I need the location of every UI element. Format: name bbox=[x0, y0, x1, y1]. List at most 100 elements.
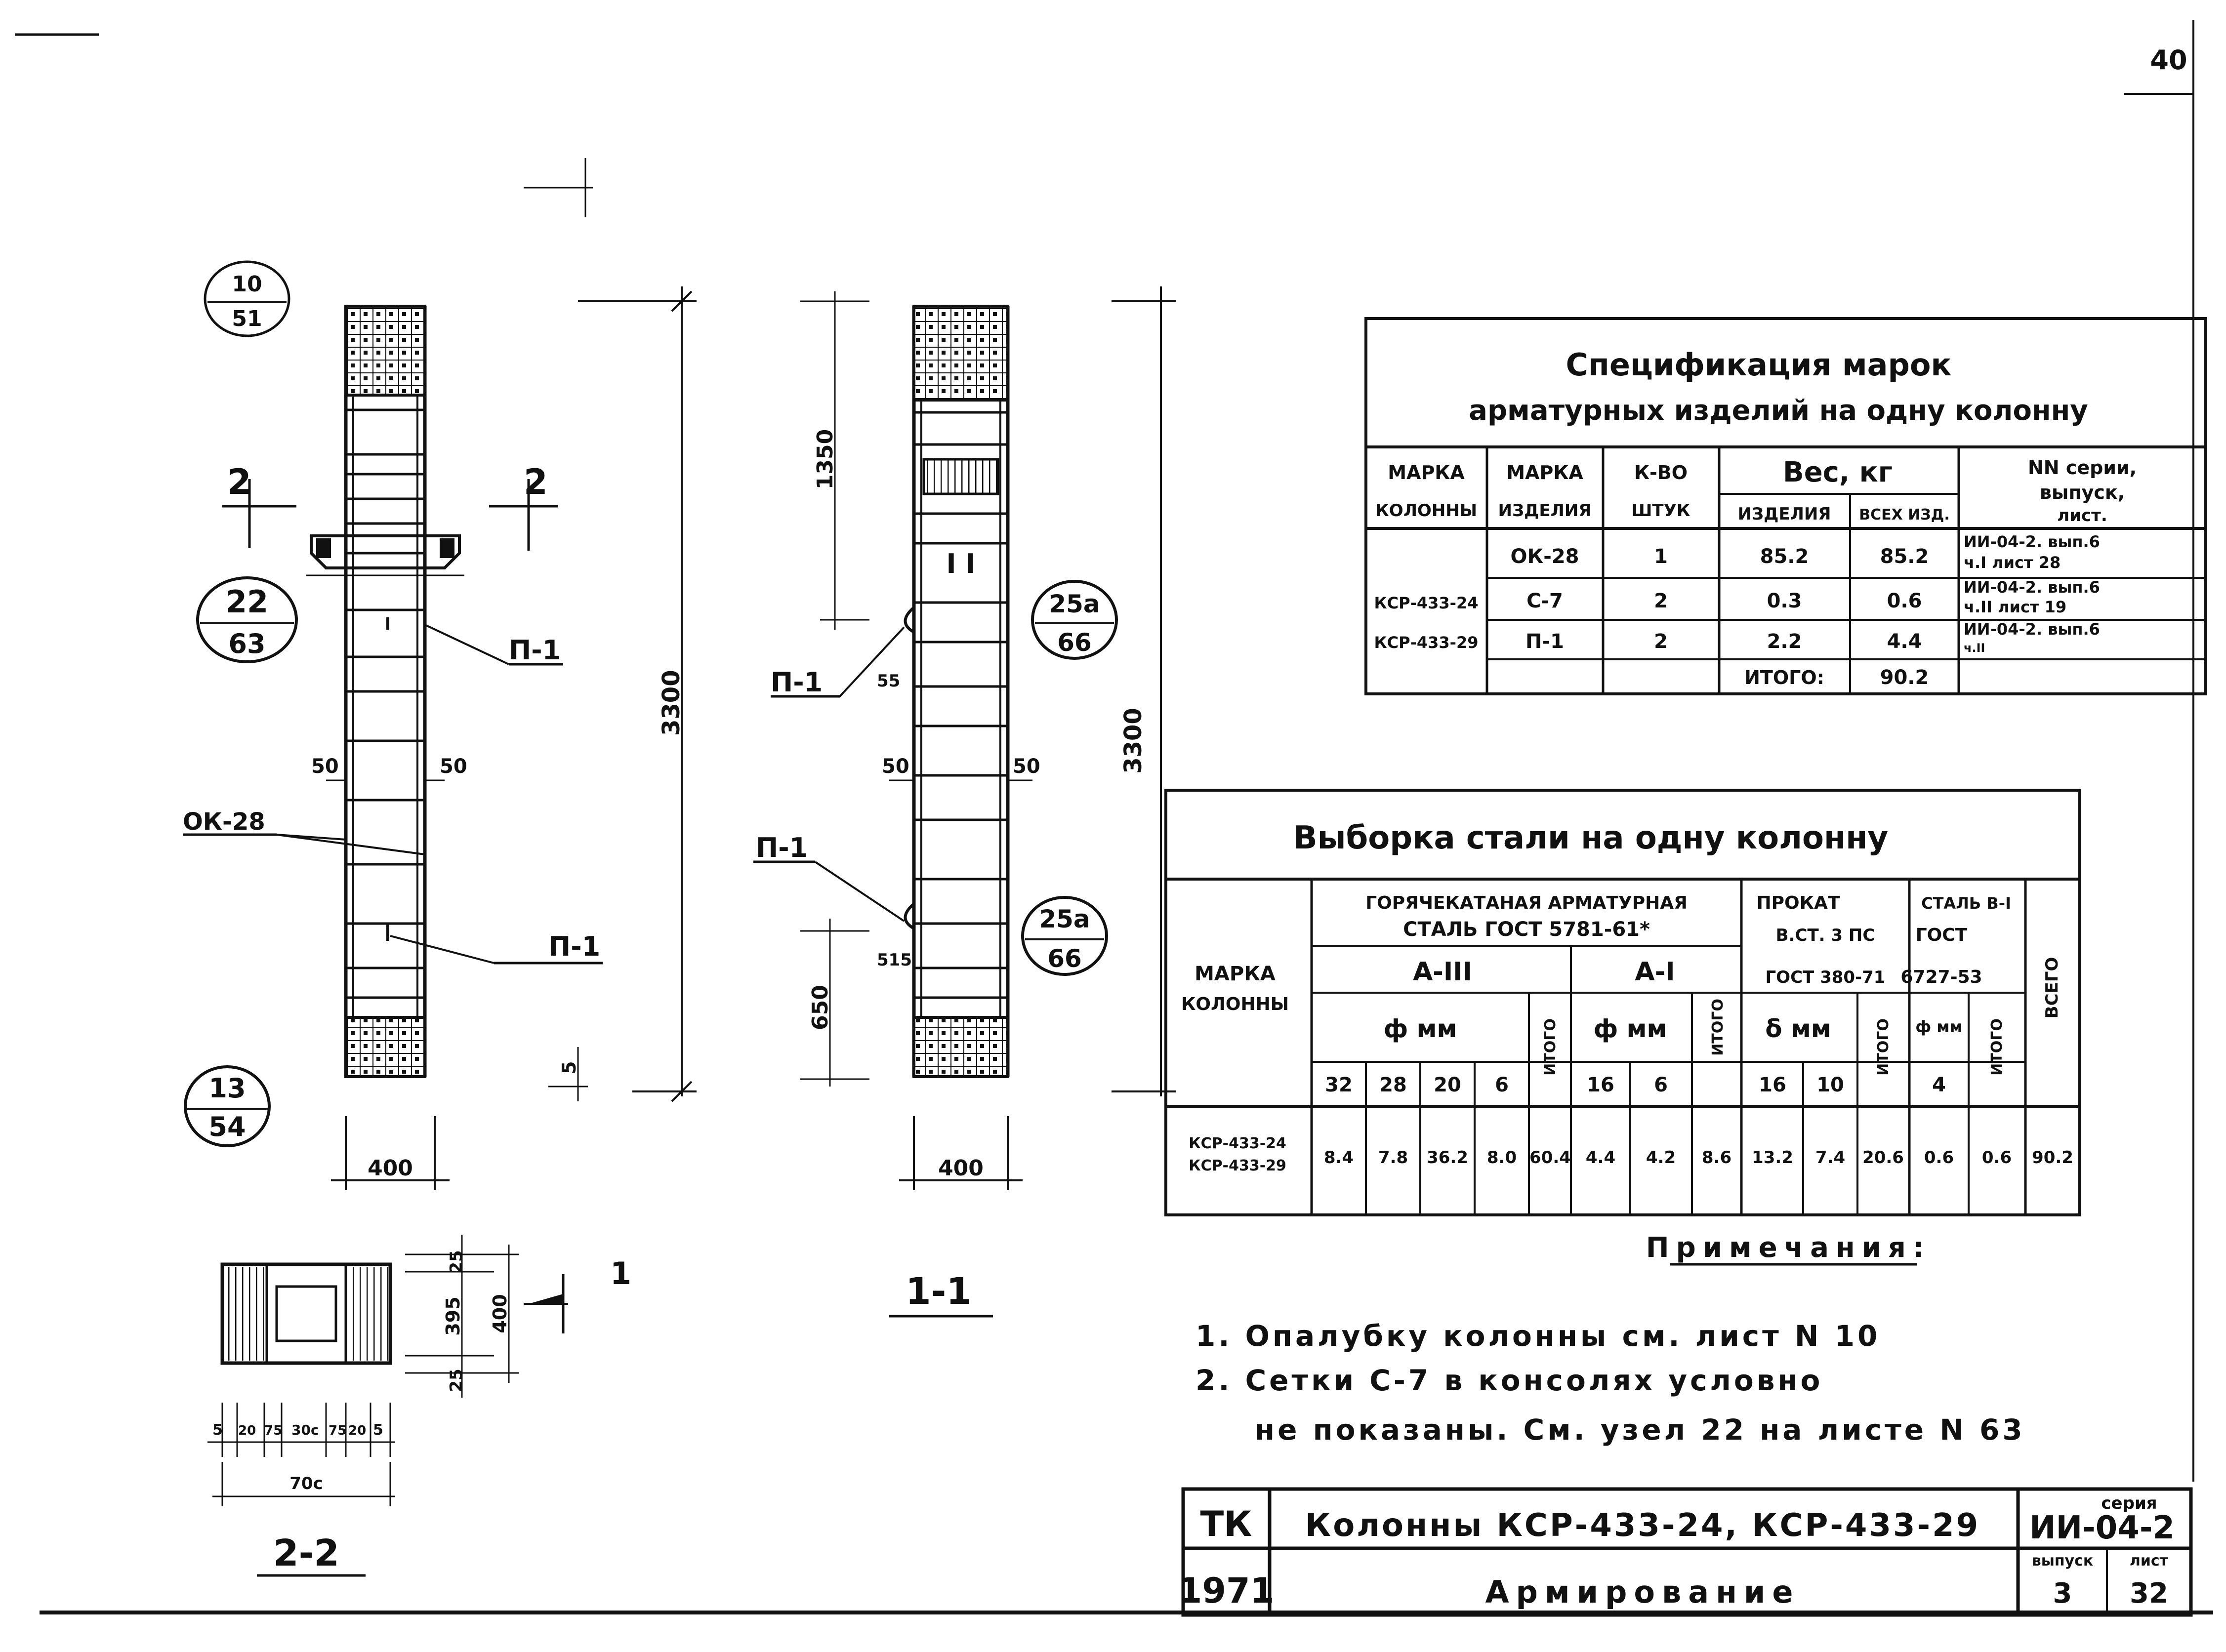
svg-text:2.2: 2.2 bbox=[1767, 630, 1802, 653]
svg-text:лист.: лист. bbox=[2057, 506, 2107, 525]
svg-text:1971: 1971 bbox=[1178, 1571, 1275, 1611]
svg-text:4.4: 4.4 bbox=[1887, 630, 1922, 653]
steel-value: 4.2 bbox=[1646, 1148, 1676, 1168]
svg-text:В.СТ. 3 ПС: В.СТ. 3 ПС bbox=[1776, 926, 1875, 945]
svg-text:выпуск: выпуск bbox=[2032, 1552, 2094, 1570]
svg-text:ПРОКАТ: ПРОКАТ bbox=[1757, 893, 1840, 913]
svg-text:0.6: 0.6 bbox=[1887, 590, 1922, 612]
dim-650: 650 bbox=[800, 919, 869, 1087]
svg-text:16: 16 bbox=[1587, 1074, 1614, 1096]
svg-text:6727-53: 6727-53 bbox=[1900, 967, 1982, 987]
svg-text:ГОРЯЧЕКАТАНАЯ АРМАТУРНАЯ: ГОРЯЧЕКАТАНАЯ АРМАТУРНАЯ bbox=[1365, 893, 1688, 913]
section-2-2: 25 395 400 25 1 5 20 75 30с 75 20 5 70с bbox=[207, 1235, 631, 1506]
svg-text:2: 2 bbox=[1654, 630, 1668, 653]
svg-text:Вес, кг: Вес, кг bbox=[1783, 456, 1893, 488]
svg-text:Примечания:: Примечания: bbox=[1646, 1232, 1931, 1264]
section-1-1-elevation: I I bbox=[904, 305, 1010, 1078]
label-p1-bottom: П-1 bbox=[548, 931, 600, 962]
svg-text:66: 66 bbox=[1057, 628, 1092, 657]
steel-value: 60.4 bbox=[1529, 1148, 1571, 1168]
svg-text:А-III: А-III bbox=[1413, 957, 1472, 987]
svg-text:ИЗДЕЛИЯ: ИЗДЕЛИЯ bbox=[1498, 501, 1592, 521]
svg-text:515: 515 bbox=[877, 950, 912, 970]
svg-text:ШТУК: ШТУК bbox=[1631, 501, 1690, 521]
svg-text:70с: 70с bbox=[289, 1474, 323, 1493]
svg-text:не показаны. См. узел 22 на ли: не показаны. См. узел 22 на листе N 63 bbox=[1255, 1413, 2025, 1447]
spec-table: Спецификация марок арматурных изделий на… bbox=[1364, 317, 2207, 695]
svg-text:25а: 25а bbox=[1049, 590, 1100, 618]
svg-text:400: 400 bbox=[368, 1156, 413, 1181]
svg-text:50: 50 bbox=[882, 755, 909, 778]
svg-text:13: 13 bbox=[208, 1073, 246, 1104]
svg-text:КСР-433-29: КСР-433-29 bbox=[1189, 1157, 1286, 1174]
svg-text:МАРКА: МАРКА bbox=[1388, 462, 1465, 484]
section-mark-2-left: 2 bbox=[222, 462, 296, 548]
steel-value: 20.6 bbox=[1862, 1148, 1904, 1168]
svg-text:выпуск,: выпуск, bbox=[2040, 482, 2125, 503]
svg-text:0.3: 0.3 bbox=[1767, 590, 1802, 612]
svg-text:10: 10 bbox=[232, 272, 262, 297]
svg-text:51: 51 bbox=[232, 306, 262, 331]
svg-text:ч.I лист 28: ч.I лист 28 bbox=[1964, 553, 2061, 572]
svg-text:ВСЕГО: ВСЕГО bbox=[2042, 957, 2062, 1019]
svg-text:Спецификация марок: Спецификация марок bbox=[1566, 347, 1951, 383]
steel-table: Выборка стали на одну колонну МАРКА КОЛО… bbox=[1164, 789, 2081, 1216]
svg-text:I I: I I bbox=[947, 548, 976, 579]
svg-text:серия: серия bbox=[2101, 1493, 2157, 1513]
svg-text:ИИ-04-2. вып.6: ИИ-04-2. вып.6 bbox=[1964, 620, 2100, 639]
svg-text:22: 22 bbox=[226, 584, 268, 620]
svg-text:3300: 3300 bbox=[1119, 708, 1147, 774]
svg-text:25а: 25а bbox=[1039, 905, 1090, 933]
svg-text:КСР-433-29: КСР-433-29 bbox=[1374, 633, 1479, 652]
svg-text:ТК: ТК bbox=[1200, 1504, 1252, 1544]
svg-text:ОК-28: ОК-28 bbox=[1511, 545, 1579, 568]
svg-text:ИТОГО: ИТОГО bbox=[1988, 1018, 2006, 1076]
svg-text:NN серии,: NN серии, bbox=[2028, 457, 2137, 479]
svg-text:1: 1 bbox=[1654, 545, 1668, 568]
dim-400-right: 400 bbox=[899, 1116, 1023, 1190]
section-mark-2-right: 2 bbox=[489, 462, 558, 551]
svg-text:ИТОГО:: ИТОГО: bbox=[1744, 667, 1824, 688]
svg-text:650: 650 bbox=[808, 985, 833, 1030]
dim-1350: 1350 bbox=[800, 291, 869, 630]
svg-text:ф мм: ф мм bbox=[1594, 1014, 1667, 1043]
callout-13-54: 13 54 bbox=[184, 1065, 271, 1147]
svg-text:2. Сетки С-7 в консолях условн: 2. Сетки С-7 в консолях условно bbox=[1195, 1364, 1823, 1397]
callout-22-63: 22 63 bbox=[196, 576, 298, 663]
svg-text:ф мм: ф мм bbox=[1915, 1017, 1962, 1036]
svg-text:К-ВО: К-ВО bbox=[1634, 462, 1688, 484]
svg-text:ИТОГО: ИТОГО bbox=[1875, 1018, 1892, 1076]
steel-value: 0.6 bbox=[1924, 1148, 1954, 1168]
section-1-1-title: 1-1 bbox=[906, 1270, 972, 1313]
svg-text:лист: лист bbox=[2130, 1552, 2169, 1570]
svg-text:1. Опалубку колонны см. лист N: 1. Опалубку колонны см. лист N 10 bbox=[1195, 1319, 1880, 1353]
title-block: ТК 1971 Колонны КСР-433-24, КСР-433-29 А… bbox=[1178, 1487, 2193, 1617]
svg-text:85.2: 85.2 bbox=[1760, 545, 1809, 568]
svg-text:90.2: 90.2 bbox=[1880, 666, 1929, 689]
svg-text:ГОСТ: ГОСТ bbox=[1916, 925, 1968, 945]
svg-text:СТАЛЬ В-I: СТАЛЬ В-I bbox=[1921, 894, 2011, 913]
svg-text:СТАЛЬ ГОСТ 5781-61*: СТАЛЬ ГОСТ 5781-61* bbox=[1403, 918, 1650, 941]
steel-value: 36.2 bbox=[1427, 1148, 1468, 1168]
svg-text:ИИ-04-2. вып.6: ИИ-04-2. вып.6 bbox=[1964, 532, 2100, 551]
svg-text:ИИ-04-2. вып.6: ИИ-04-2. вып.6 bbox=[1964, 578, 2100, 597]
svg-text:75: 75 bbox=[264, 1423, 282, 1438]
steel-value: 7.4 bbox=[1815, 1148, 1845, 1168]
label-p1-top: П-1 bbox=[509, 635, 561, 666]
svg-text:6: 6 bbox=[1495, 1074, 1509, 1096]
left-column-elevation bbox=[306, 305, 464, 1078]
svg-text:4: 4 bbox=[1932, 1074, 1946, 1096]
svg-text:КОЛОННЫ: КОЛОННЫ bbox=[1375, 501, 1477, 521]
svg-text:50: 50 bbox=[1013, 755, 1040, 778]
svg-text:30с: 30с bbox=[291, 1422, 319, 1438]
svg-text:1350: 1350 bbox=[813, 429, 838, 489]
svg-text:3300: 3300 bbox=[658, 670, 685, 736]
svg-text:16: 16 bbox=[1759, 1074, 1786, 1096]
section-2-2-title: 2-2 bbox=[273, 1532, 339, 1574]
steel-value: 13.2 bbox=[1752, 1148, 1793, 1168]
svg-text:66: 66 bbox=[1047, 944, 1082, 973]
svg-text:Выборка стали на одну колонну: Выборка стали на одну колонну bbox=[1293, 820, 1888, 856]
svg-text:ИИ-04-2: ИИ-04-2 bbox=[2029, 1510, 2175, 1546]
svg-text:арматурных изделий на одну кол: арматурных изделий на одну колонну bbox=[1469, 395, 2088, 427]
svg-text:2: 2 bbox=[227, 462, 251, 502]
